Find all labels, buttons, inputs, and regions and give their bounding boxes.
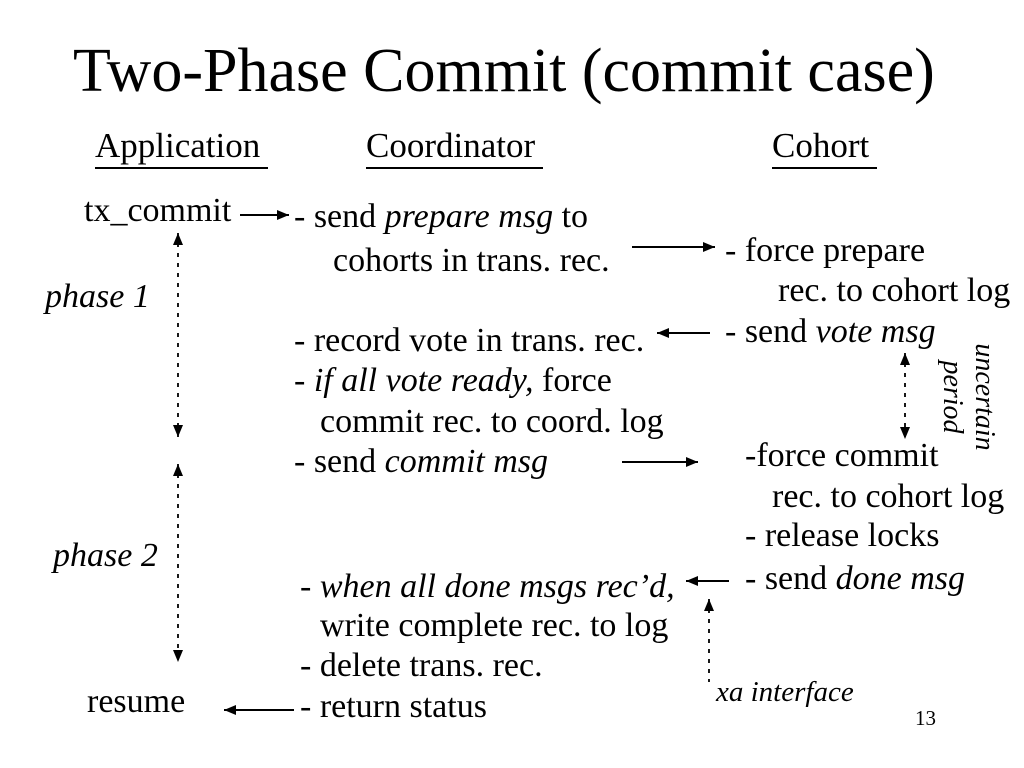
coordinator-line-return-status: - return status: [300, 688, 487, 725]
cohort-line-rec-to-cohort-log-2: rec. to cohort log: [772, 478, 1005, 515]
slide-title: Two-Phase Commit (commit case): [73, 37, 935, 105]
cohort-line-force-prepare: - force prepare: [725, 232, 926, 269]
cohort-line-send-vote-msg: - send vote msg: [725, 313, 936, 350]
label-xa-interface: xa interface: [716, 676, 854, 708]
coordinator-line-commit-rec-to-coord-log: commit rec. to coord. log: [320, 403, 664, 440]
cohort-line-release-locks: - release locks: [745, 517, 940, 554]
column-header-application: Application: [95, 126, 269, 169]
column-header-cohort: Cohort: [772, 126, 878, 169]
label-uncertain: uncertain: [969, 343, 1000, 451]
label-resume: resume: [87, 683, 186, 720]
coordinator-line-delete-trans-rec: - delete trans. rec.: [300, 647, 543, 684]
coordinator-line-send-commit-msg: - send commit msg: [294, 443, 549, 480]
coordinator-line-cohorts-in-trans-rec: cohorts in trans. rec.: [333, 242, 610, 279]
label-phase-2: phase 2: [53, 537, 158, 574]
coordinator-line-send-prepare: - send prepare msg to: [294, 198, 589, 235]
cohort-line-rec-to-cohort-log-1: rec. to cohort log: [778, 272, 1011, 309]
coordinator-line-if-all-vote-ready: - if all vote ready, force: [294, 362, 612, 399]
column-header-coordinator: Coordinator: [366, 126, 544, 169]
cohort-line-force-commit: -force commit: [745, 437, 939, 474]
coordinator-line-write-complete-rec: write complete rec. to log: [320, 607, 669, 644]
label-phase-1: phase 1: [45, 278, 150, 315]
label-tx-commit: tx_commit: [84, 192, 232, 229]
label-uncertain-period: uncertain period: [936, 337, 1000, 457]
cohort-line-send-done-msg: - send done msg: [745, 560, 966, 597]
coordinator-line-record-vote: - record vote in trans. rec.: [294, 322, 645, 359]
label-period: period: [937, 360, 968, 434]
coordinator-line-when-all-done: - when all done msgs rec’d,: [300, 568, 675, 605]
page-number: 13: [915, 706, 936, 730]
